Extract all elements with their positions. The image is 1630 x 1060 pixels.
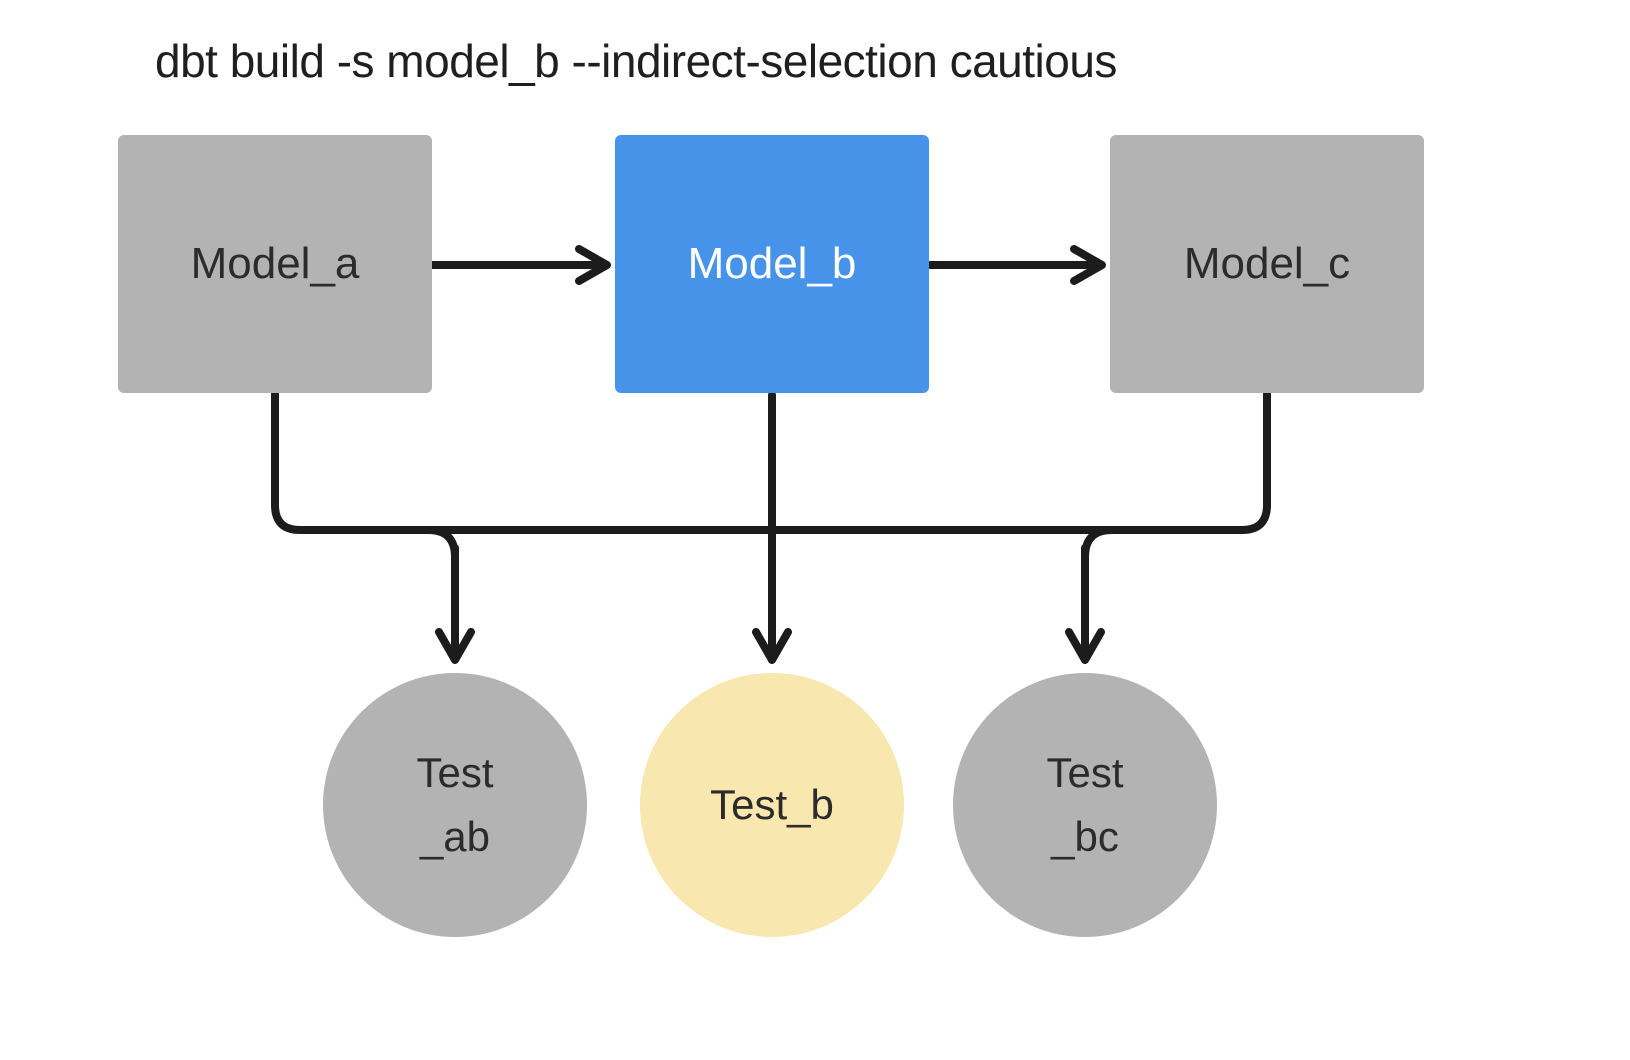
edge-model-c-down <box>1238 388 1271 534</box>
node-test-bc: Test _bc <box>953 673 1217 937</box>
node-model-b-label: Model_b <box>687 239 857 288</box>
node-test-b-label: Test_b <box>710 781 834 828</box>
edge-model-a-down <box>271 388 304 534</box>
node-test-ab-label-line2: _ab <box>419 813 491 860</box>
node-model-b: Model_b <box>615 135 929 393</box>
node-model-c: Model_c <box>1110 135 1424 393</box>
diagram-title: dbt build -s model_b --indirect-selectio… <box>155 35 1117 87</box>
node-test-bc-label-line1: Test <box>1046 749 1124 796</box>
node-test-b: Test_b <box>640 673 904 937</box>
node-model-a: Model_a <box>118 135 432 393</box>
node-test-ab-label-line1: Test <box>416 749 494 796</box>
node-test-bc-label-line2: _bc <box>1051 813 1119 860</box>
node-test-ab: Test _ab <box>323 673 587 937</box>
node-model-c-label: Model_c <box>1183 239 1351 288</box>
edge-branch-corner-left <box>424 526 459 561</box>
edge-branch-corner-right <box>1081 526 1116 561</box>
node-model-a-label: Model_a <box>190 239 360 288</box>
